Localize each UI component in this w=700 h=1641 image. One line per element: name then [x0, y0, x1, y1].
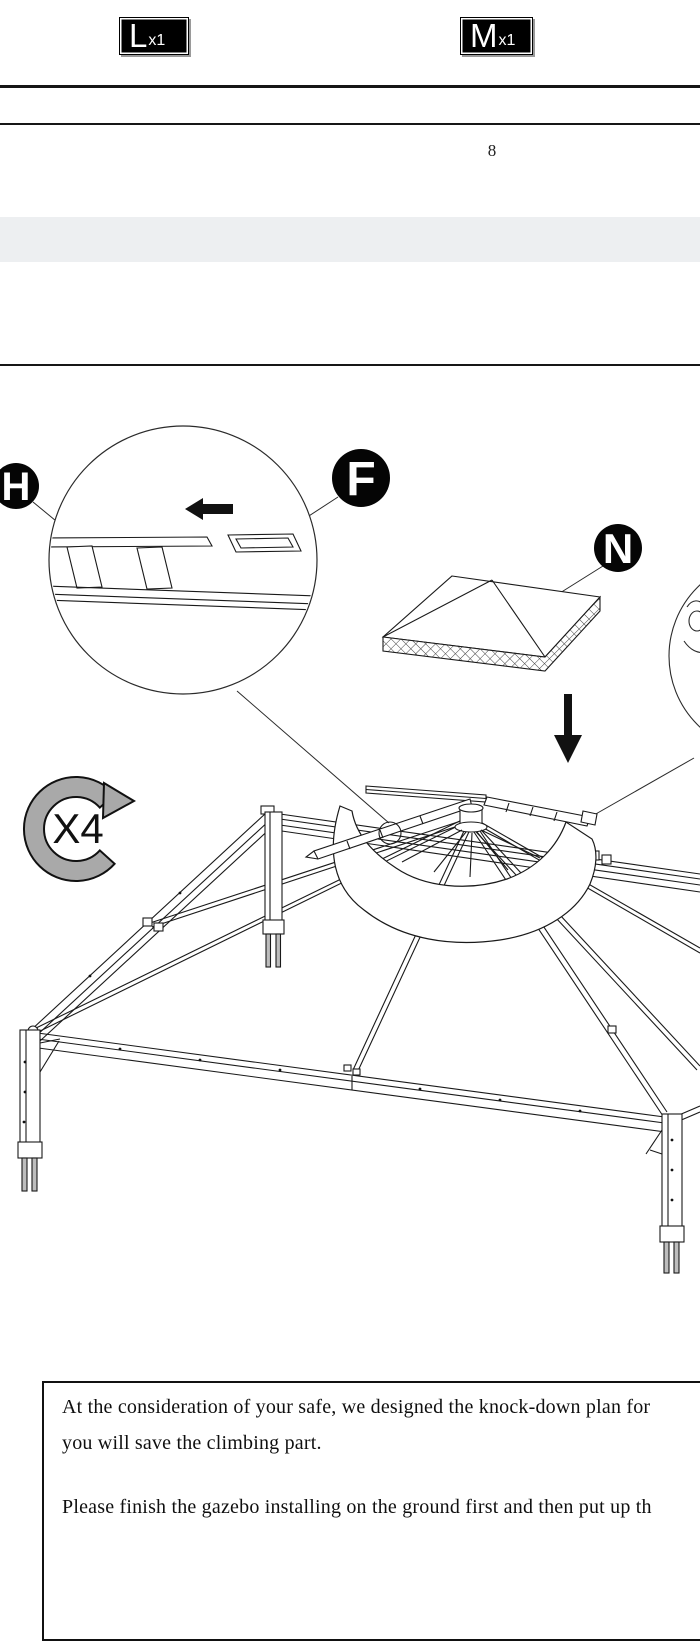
slide-left-arrow-icon	[185, 498, 233, 520]
part-badge-M: M x1	[460, 17, 533, 55]
page-number: 8	[487, 141, 497, 160]
note-text-line: At the consideration of your safe, we de…	[62, 1396, 651, 1418]
note-text-line: Please finish the gazebo installing on t…	[62, 1496, 652, 1518]
note-text-line: you will save the climbing part.	[62, 1432, 322, 1454]
callout-H-badge	[0, 463, 39, 509]
part-letter: M	[470, 17, 498, 54]
canopy-skirt-band	[332, 805, 597, 944]
gazebo-posts	[17, 805, 685, 1274]
callout-H-letter: H	[2, 465, 31, 509]
safety-note-box: At the consideration of your safe, we de…	[42, 1381, 700, 1641]
part-qty: x1	[148, 31, 166, 49]
detail-marker-circle	[378, 821, 402, 845]
detail-circle-left	[48, 425, 318, 695]
part-letter: L	[129, 17, 148, 54]
roof-hub	[304, 785, 598, 878]
callout-N-letter: N	[603, 525, 633, 572]
table-rule-bottom	[0, 364, 700, 366]
place-down-arrow-icon	[554, 694, 582, 763]
assembly-illustration: X4 H F N	[0, 425, 700, 1274]
part-qty: x1	[498, 31, 516, 49]
table-row-shaded	[0, 217, 700, 262]
part-badge-L: L x1	[119, 17, 189, 55]
callout-F-letter: F	[346, 453, 375, 506]
rotation-count-label: X4	[52, 805, 103, 852]
callout-badges: H F N	[0, 449, 642, 572]
part-F-slot	[227, 533, 302, 553]
canopy-part-N	[381, 575, 602, 672]
rivet-dots	[22, 891, 674, 1202]
callout-N-badge	[594, 524, 642, 572]
callout-F-badge	[332, 449, 390, 507]
rotate-x4-arrow	[22, 776, 117, 882]
detail-circle-right	[668, 584, 700, 728]
rotation-symbol: X4	[22, 776, 137, 882]
table-rule-top	[0, 85, 700, 88]
table-rule-mid	[0, 123, 700, 125]
